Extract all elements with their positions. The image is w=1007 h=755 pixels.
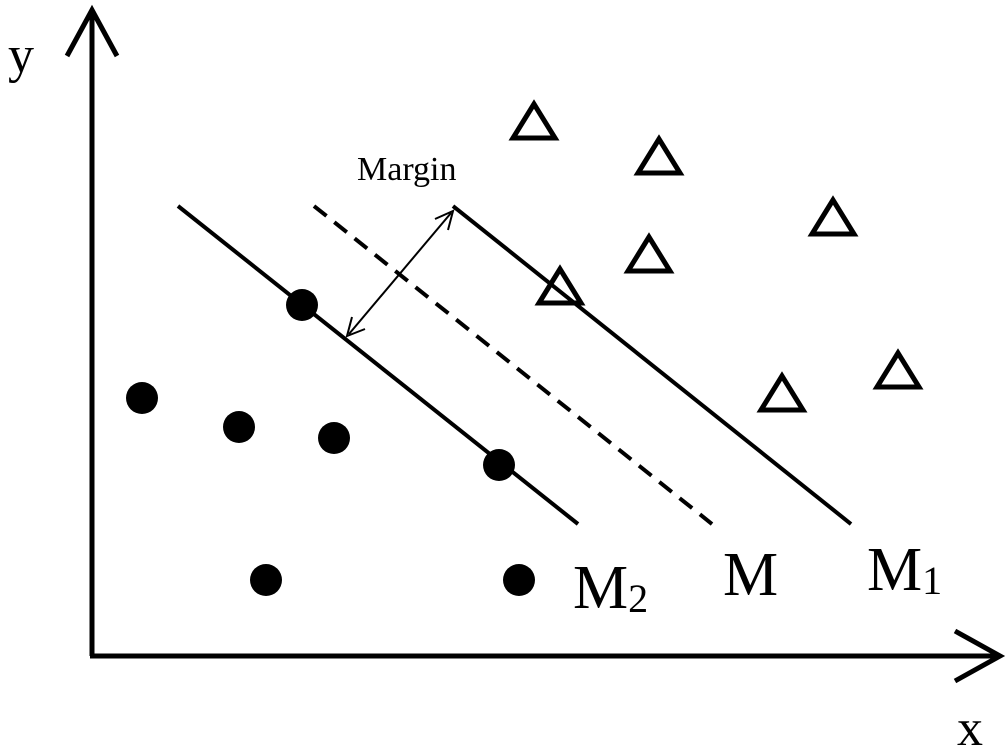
circle-point xyxy=(286,289,318,321)
triangle-point xyxy=(508,99,560,141)
hyperplane-m2-label: M2 xyxy=(573,554,648,622)
hyperplane-m-line xyxy=(312,204,714,526)
margin-arrow xyxy=(345,209,455,338)
triangle-class-points xyxy=(508,99,924,413)
circle-point xyxy=(223,411,255,443)
hyperplane-m1-label: M1 xyxy=(867,536,942,604)
circle-point xyxy=(126,382,158,414)
triangle-point xyxy=(756,371,808,413)
triangle-point xyxy=(807,195,859,237)
margin-label: Margin xyxy=(357,151,456,188)
triangle-point xyxy=(534,264,586,306)
y-axis-arrowhead xyxy=(64,4,120,58)
circle-class-points xyxy=(126,289,535,596)
triangle-point xyxy=(633,134,685,176)
circle-point xyxy=(503,564,535,596)
triangle-point xyxy=(623,232,675,274)
circle-point xyxy=(250,564,282,596)
circle-point xyxy=(483,449,515,481)
hyperplane-m2-line xyxy=(176,204,580,526)
x-axis-arrowhead xyxy=(953,628,1006,684)
hyperplane-m1-line xyxy=(451,204,853,526)
hyperplane-m-label: M xyxy=(723,541,778,609)
x-axis-label: x xyxy=(957,700,983,755)
y-axis-label: y xyxy=(8,27,34,84)
circle-point xyxy=(318,422,350,454)
triangle-point xyxy=(872,348,924,390)
